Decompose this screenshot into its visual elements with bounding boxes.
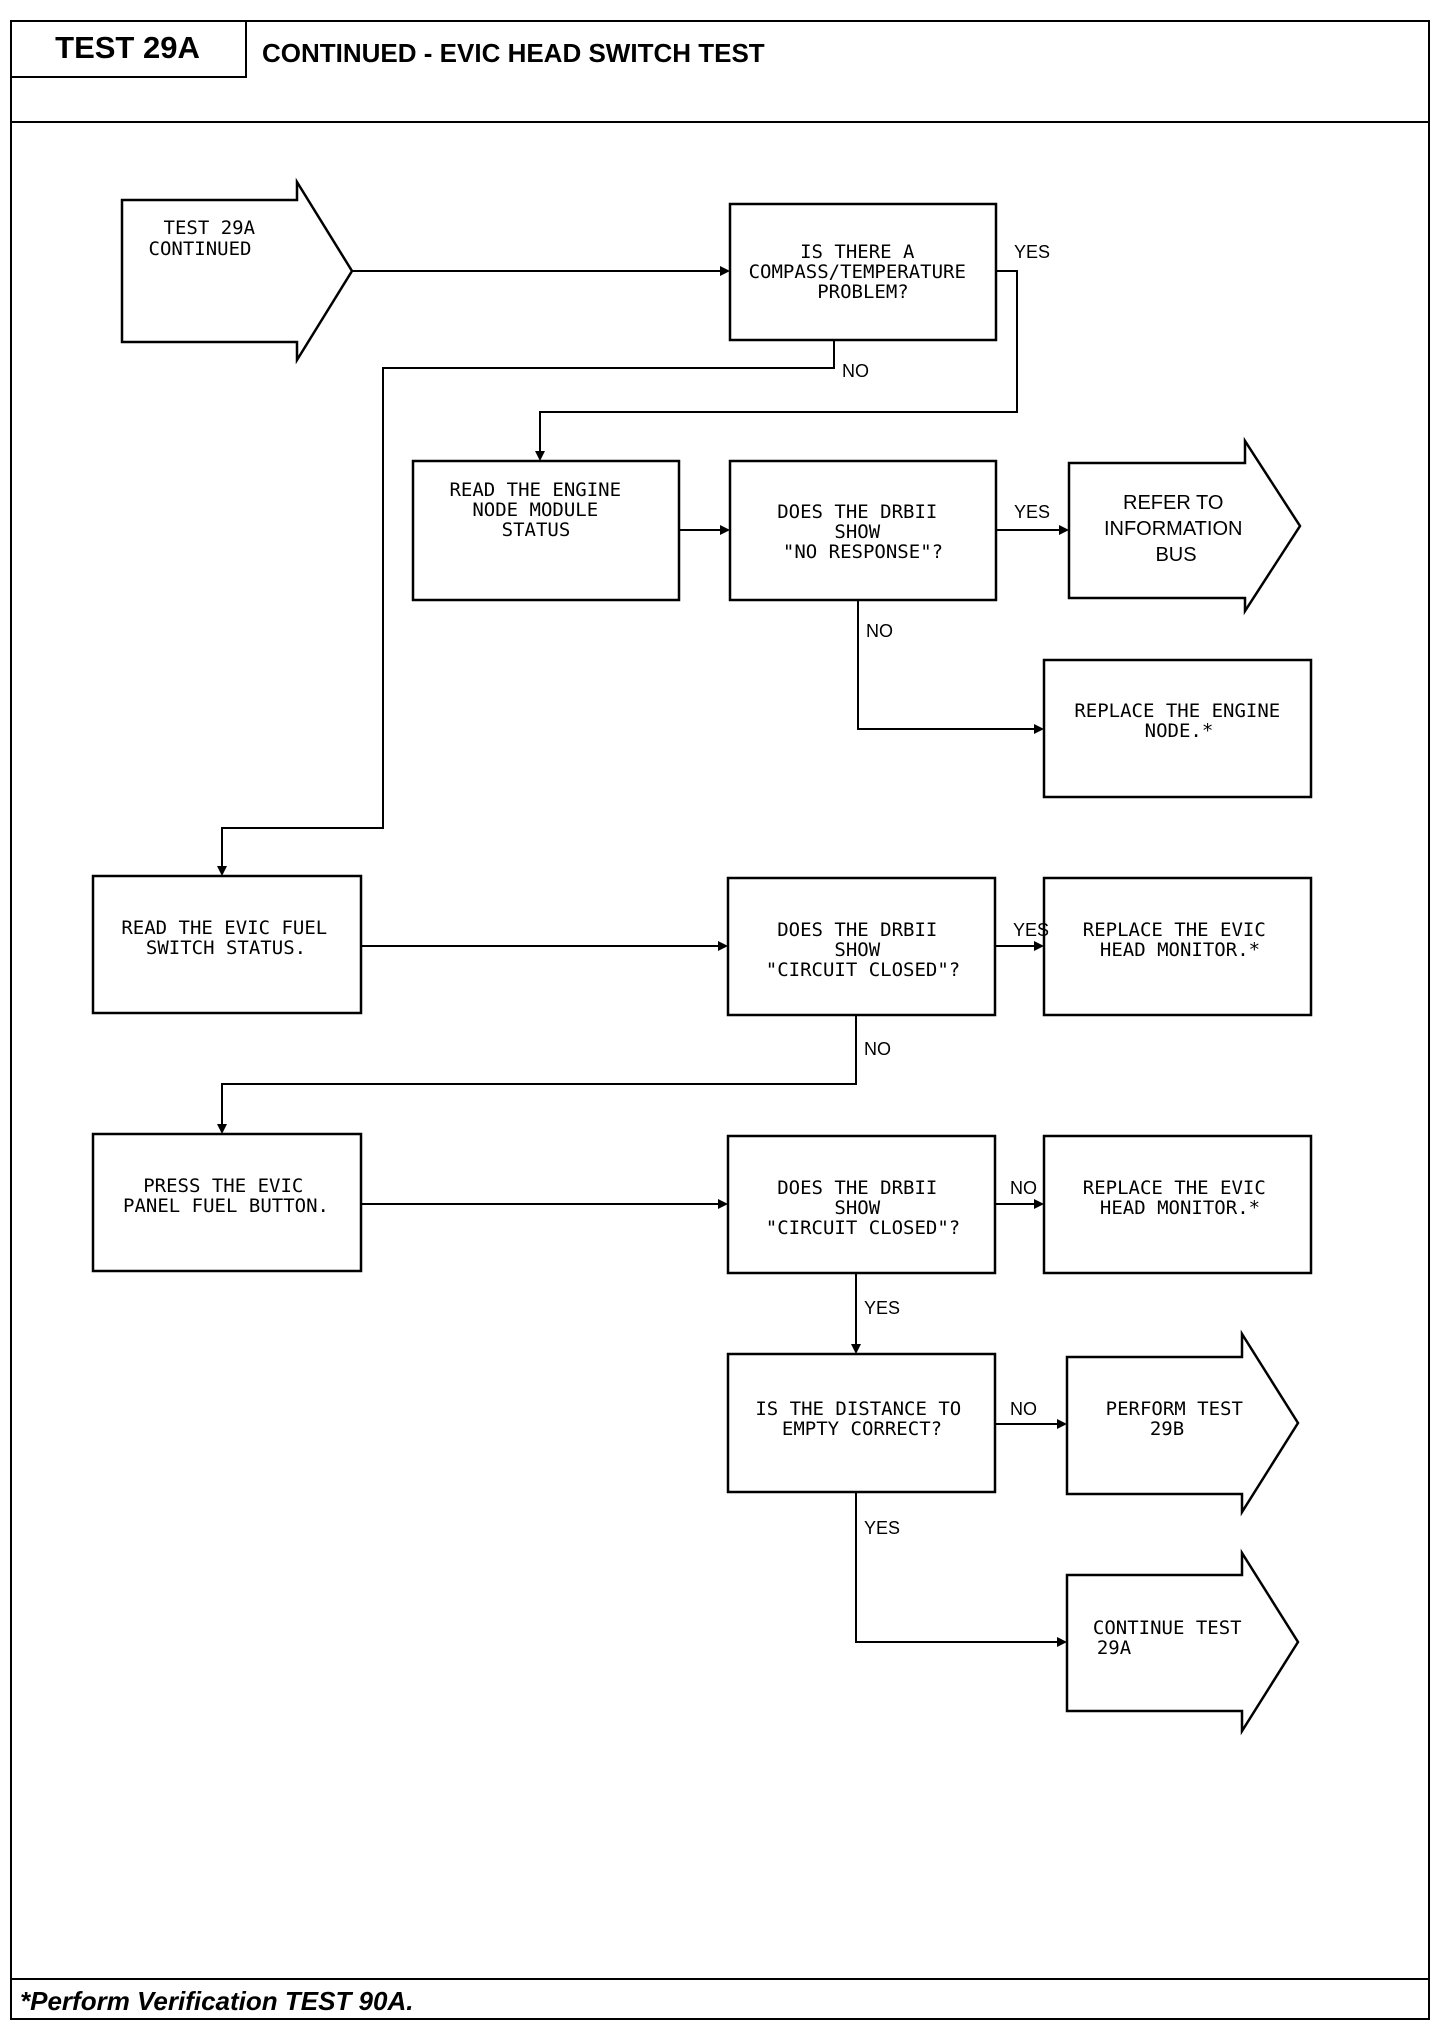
closed1-line-2: SHOW	[834, 939, 880, 961]
replace-engine-line-1: REPLACE THE ENGINE	[1074, 700, 1280, 722]
footer-bar	[10, 1978, 1430, 2020]
compass-no-label: NO	[842, 361, 869, 381]
connector-lines	[217, 266, 1069, 1647]
continue-29a-line-2: 29A	[1097, 1637, 1132, 1659]
no-response-question-box	[728, 459, 998, 602]
read-engine-line-2: NODE MODULE	[472, 499, 598, 521]
replace-head-monitor-box-1	[1042, 876, 1313, 1017]
start-label: TEST 29A CONTINUED	[149, 217, 267, 260]
press-fuel-line-1: PRESS THE EVIC	[143, 1175, 303, 1197]
replace-head1-line-2: HEAD MONITOR.*	[1100, 939, 1260, 961]
distance-question-text: IS THE DISTANCE TO EMPTY CORRECT?	[755, 1398, 972, 1440]
perform-29b-arrow	[1065, 1329, 1300, 1517]
perform-29b-text: PERFORM TEST 29B	[1106, 1398, 1255, 1440]
start-line-2: CONTINUED	[149, 238, 252, 260]
compass-yes-label: YES	[1014, 242, 1050, 262]
read-engine-node-box	[411, 459, 681, 602]
closed1-yes-label: YES	[1013, 920, 1049, 940]
replace-head-monitor-box-2	[1042, 1134, 1313, 1275]
no-response-yes-label: YES	[1014, 502, 1050, 522]
closed1-no-label: NO	[864, 1039, 891, 1059]
closed1-line-3: "CIRCUIT CLOSED"?	[766, 959, 960, 981]
no-response-no-label: NO	[866, 621, 893, 641]
press-fuel-line-2: PANEL FUEL BUTTON.	[123, 1195, 329, 1217]
refer-info-bus-arrow	[1067, 436, 1302, 616]
compass-question-box	[728, 202, 998, 342]
compass-line-2: COMPASS/TEMPERATURE	[749, 261, 966, 283]
no-response-line-2: SHOW	[834, 521, 880, 543]
read-engine-line-1: READ THE ENGINE	[449, 479, 621, 501]
perform-29b-line-2: 29B	[1150, 1418, 1184, 1440]
compass-line-3: PROBLEM?	[817, 281, 909, 303]
refer-line-3: BUS	[1155, 544, 1196, 566]
circuit-closed-question-box-1	[726, 876, 997, 1017]
replace-engine-line-2: NODE.*	[1145, 720, 1214, 742]
press-fuel-button-box	[91, 1132, 363, 1273]
replace-head1-line-1: REPLACE THE EVIC	[1083, 919, 1266, 941]
test-id: TEST 29A	[55, 30, 200, 65]
page-frame	[10, 20, 1430, 2020]
circuit-closed-text-2: DOES THE DRBII SHOW "CIRCUIT CLOSED"?	[766, 1177, 960, 1239]
footer-note: *Perform Verification TEST 90A.	[20, 1986, 414, 2016]
replace-head2-line-2: HEAD MONITOR.*	[1100, 1197, 1260, 1219]
perform-29b-line-1: PERFORM TEST	[1106, 1398, 1243, 1420]
distance-line-2: EMPTY CORRECT?	[782, 1418, 942, 1440]
refer-line-1: REFER TO	[1123, 492, 1223, 514]
header-bar	[10, 20, 1430, 123]
test-id-box: TEST 29A	[10, 20, 247, 78]
circuit-closed-question-box-2	[726, 1134, 997, 1275]
replace-head-monitor-text-1: REPLACE THE EVIC HEAD MONITOR.*	[1083, 919, 1277, 961]
start-arrow	[120, 177, 354, 365]
read-fuel-switch-box	[91, 874, 363, 1015]
compass-line-1: IS THERE A	[800, 241, 915, 263]
circuit-closed-text-1: DOES THE DRBII SHOW "CIRCUIT CLOSED"?	[766, 919, 960, 981]
closed2-no-label: NO	[1010, 1178, 1037, 1198]
read-fuel-line-2: SWITCH STATUS.	[146, 937, 306, 959]
read-fuel-line-1: READ THE EVIC FUEL	[121, 917, 327, 939]
no-response-question-text: DOES THE DRBII SHOW "NO RESPONSE"?	[777, 501, 949, 563]
continue-29a-arrow	[1065, 1548, 1300, 1736]
distance-question-box	[726, 1352, 997, 1494]
distance-no-label: NO	[1010, 1399, 1037, 1419]
closed2-yes-label: YES	[864, 1298, 900, 1318]
continue-29a-text: CONTINUE TEST 29A	[1093, 1617, 1253, 1659]
read-engine-node-text: READ THE ENGINE NODE MODULE STATUS	[449, 479, 632, 541]
read-engine-line-3: STATUS	[502, 519, 571, 541]
replace-head-monitor-text-2: REPLACE THE EVIC HEAD MONITOR.*	[1083, 1177, 1277, 1219]
page-title: CONTINUED - EVIC HEAD SWITCH TEST	[262, 38, 765, 68]
distance-yes-label: YES	[864, 1518, 900, 1538]
refer-info-bus-text: REFER TO INFORMATION BUS	[1104, 492, 1248, 566]
replace-head2-line-1: REPLACE THE EVIC	[1083, 1177, 1266, 1199]
no-response-line-3: "NO RESPONSE"?	[783, 541, 943, 563]
distance-line-1: IS THE DISTANCE TO	[755, 1398, 961, 1420]
refer-line-2: INFORMATION	[1104, 518, 1243, 540]
closed1-line-1: DOES THE DRBII	[777, 919, 937, 941]
replace-engine-node-box	[1042, 658, 1313, 799]
read-fuel-switch-text: READ THE EVIC FUEL SWITCH STATUS.	[121, 917, 338, 959]
closed2-line-1: DOES THE DRBII	[777, 1177, 937, 1199]
no-response-line-1: DOES THE DRBII	[777, 501, 937, 523]
closed2-line-3: "CIRCUIT CLOSED"?	[766, 1217, 960, 1239]
continue-29a-line-1: CONTINUE TEST	[1093, 1617, 1242, 1639]
closed2-line-2: SHOW	[834, 1197, 880, 1219]
compass-question-text: IS THERE A COMPASS/TEMPERATURE PROBLEM?	[749, 241, 978, 303]
press-fuel-button-text: PRESS THE EVIC PANEL FUEL BUTTON.	[123, 1175, 329, 1217]
replace-engine-node-text: REPLACE THE ENGINE NODE.*	[1074, 700, 1291, 742]
start-line-1: TEST 29A	[164, 217, 256, 239]
